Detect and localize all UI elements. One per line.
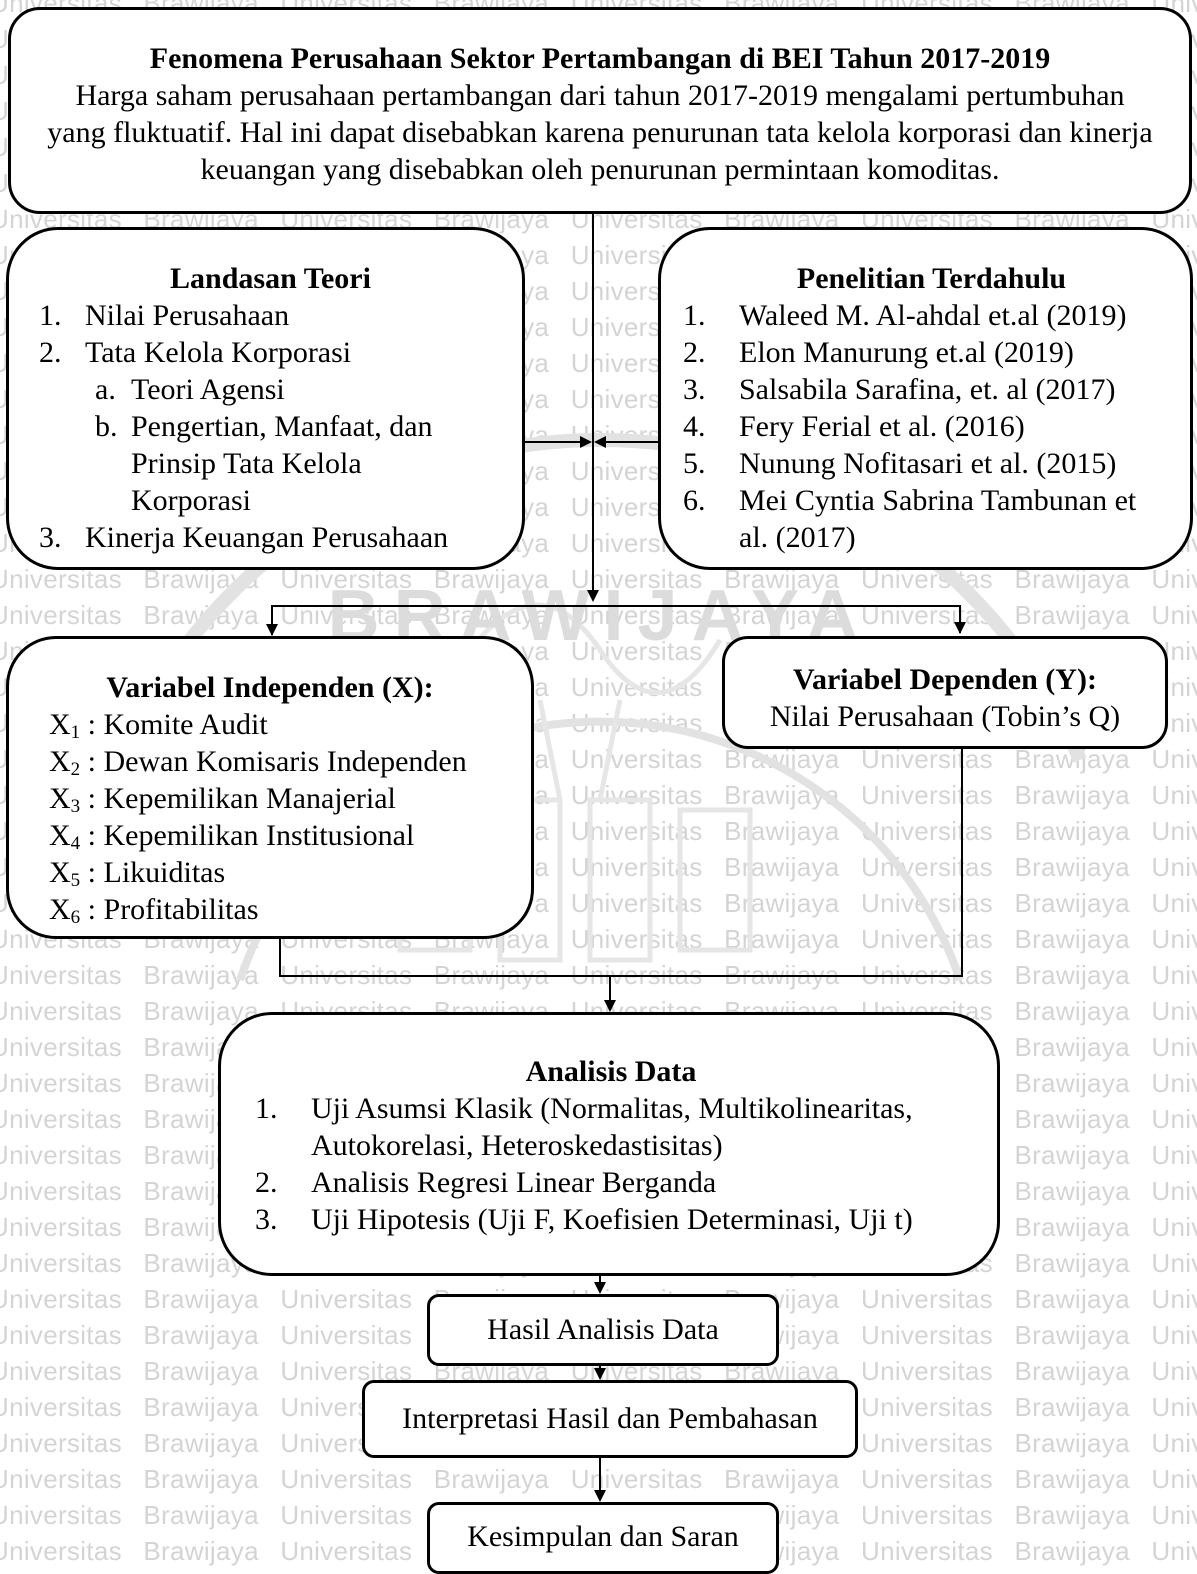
interpretation-box: Interpretasi Hasil dan Pembahasan — [362, 1380, 858, 1458]
phenomenon-body: Harga saham perusahaan pertambangan dari… — [47, 79, 1153, 186]
research-item: 4.Fery Ferial et al. (2016) — [683, 410, 1025, 443]
independent-item: X1 : Komite Audit — [49, 708, 268, 743]
theory-item: 3.Kinerja Keuangan Perusahaan — [39, 521, 449, 554]
independent-item: X4 : Kepemilikan Institusional — [49, 819, 415, 854]
dependent-body: Nilai Perusahaan (Tobin’s Q) — [769, 700, 1121, 733]
interpretation-label: Interpretasi Hasil dan Pembahasan — [402, 1402, 818, 1435]
conclusion-box: Kesimpulan dan Saran — [427, 1502, 779, 1574]
results-label: Hasil Analisis Data — [487, 1313, 719, 1346]
dependent-title: Variabel Dependen (Y): — [793, 663, 1097, 696]
analysis-item: 3.Uji Hipotesis (Uji F, Koefisien Determ… — [255, 1203, 913, 1236]
analysis-list: 1.Uji Asumsi Klasik (Normalitas, Multiko… — [255, 1090, 987, 1238]
research-title: Penelitian Terdahulu — [796, 262, 1067, 295]
research-list: 1.Waleed M. Al-ahdal et.al (2019) 2.Elon… — [683, 297, 1180, 556]
analysis-title: Analisis Data — [525, 1055, 697, 1088]
research-item: 6.Mei Cyntia Sabrina Tambunan et al. (20… — [683, 484, 1137, 554]
independent-title: Variabel Independen (X): — [106, 671, 434, 704]
analysis-item: 1.Uji Asumsi Klasik (Normalitas, Multiko… — [255, 1092, 913, 1162]
research-item: 1.Waleed M. Al-ahdal et.al (2019) — [683, 299, 1127, 332]
theory-box: Landasan Teori 1.Nilai Perusahaan 2.Tata… — [6, 227, 525, 570]
phenomenon-box: Fenomena Perusahaan Sektor Pertambangan … — [8, 7, 1192, 214]
research-item: 3.Salsabila Sarafina, et. al (2017) — [683, 373, 1116, 406]
theory-subitem: b.Pengertian, Manfaat, dan Prinsip Tata … — [95, 410, 433, 517]
analysis-box: Analisis Data 1.Uji Asumsi Klasik (Norma… — [218, 1012, 1000, 1276]
split-line — [271, 605, 961, 635]
conclusion-label: Kesimpulan dan Saran — [467, 1520, 739, 1553]
theory-title: Landasan Teori — [170, 262, 371, 295]
theory-list: 1.Nilai Perusahaan 2.Tata Kelola Korpora… — [39, 297, 502, 556]
theory-item: 1.Nilai Perusahaan — [39, 299, 290, 332]
independent-item: X5 : Likuiditas — [49, 856, 226, 891]
independent-item: X2 : Dewan Komisaris Independen — [49, 745, 467, 780]
previous-research-box: Penelitian Terdahulu 1.Waleed M. Al-ahda… — [658, 227, 1193, 570]
results-box: Hasil Analisis Data — [427, 1294, 779, 1366]
analysis-item: 2.Analisis Regresi Linear Berganda — [255, 1166, 717, 1199]
dependent-variable-box: Variabel Dependen (Y): Nilai Perusahaan … — [722, 636, 1168, 749]
independent-variables-box: Variabel Independen (X): X1 : Komite Aud… — [6, 636, 534, 939]
independent-item: X3 : Kepemilikan Manajerial — [49, 782, 396, 817]
research-item: 5.Nunung Nofitasari et al. (2015) — [683, 447, 1117, 480]
theory-subitem: a.Teori Agensi — [95, 373, 285, 406]
theory-item: 2.Tata Kelola Korporasi — [39, 336, 352, 369]
research-item: 2.Elon Manurung et.al (2019) — [683, 336, 1074, 369]
independent-item: X6 : Profitabilitas — [49, 893, 259, 928]
phenomenon-title: Fenomena Perusahaan Sektor Pertambangan … — [149, 42, 1051, 75]
